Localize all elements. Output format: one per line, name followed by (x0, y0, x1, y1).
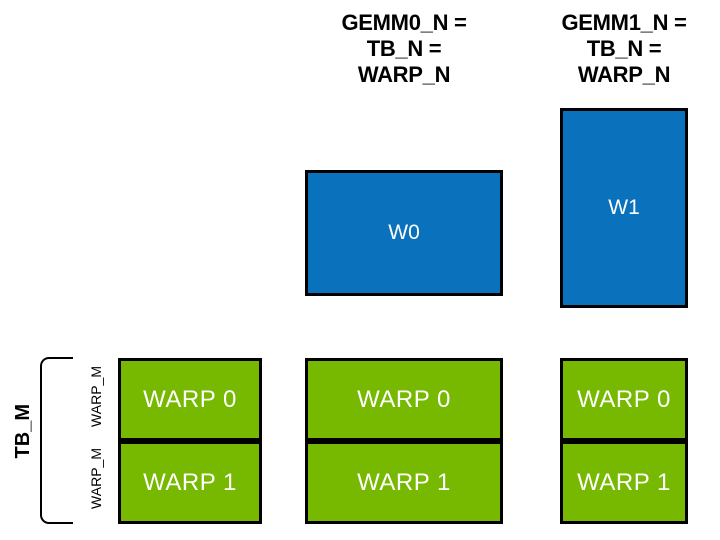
warp-cell: WARP 1 (305, 441, 503, 524)
warp-cell: WARP 0 (560, 358, 688, 441)
warp-cell-label: WARP 0 (577, 385, 671, 413)
warp-cell-label: WARP 1 (143, 468, 237, 496)
column-header-gemm1: GEMM1_N = TB_N = WARP_N (560, 10, 688, 88)
warp-cell-label: WARP 0 (143, 385, 237, 413)
warp-cell: WARP 1 (118, 441, 262, 524)
threadblock-group-middle: WARP 0 WARP 1 (305, 358, 503, 524)
warp-tile-w0: W0 (305, 170, 503, 296)
column-header-gemm0: GEMM0_N = TB_N = WARP_N (305, 10, 503, 88)
warp-m-label-bottom: WARP_M (88, 448, 104, 509)
tb-m-bracket (40, 357, 73, 524)
threadblock-group-left: WARP 0 WARP 1 (118, 358, 262, 524)
header-line: TB_N = (586, 36, 662, 61)
warp-tile-w1: W1 (560, 108, 688, 308)
warp-m-label-top: WARP_M (88, 366, 104, 427)
header-line: GEMM1_N = (561, 10, 687, 35)
threadblock-group-right: WARP 0 WARP 1 (560, 358, 688, 524)
warp-cell: WARP 1 (560, 441, 688, 524)
warp-cell-label: WARP 1 (577, 468, 671, 496)
warp-cell-label: WARP 0 (357, 385, 451, 413)
warp-cell: WARP 0 (118, 358, 262, 441)
header-line: WARP_N (357, 62, 451, 87)
warp-cell: WARP 0 (305, 358, 503, 441)
header-line: TB_N = (366, 36, 442, 61)
warp-tile-label: W0 (388, 221, 420, 244)
tb-m-label: TB_M (12, 404, 34, 459)
header-line: GEMM0_N = (341, 10, 467, 35)
warp-tile-label: W1 (608, 196, 640, 219)
header-line: WARP_N (577, 62, 671, 87)
warp-cell-label: WARP 1 (357, 468, 451, 496)
